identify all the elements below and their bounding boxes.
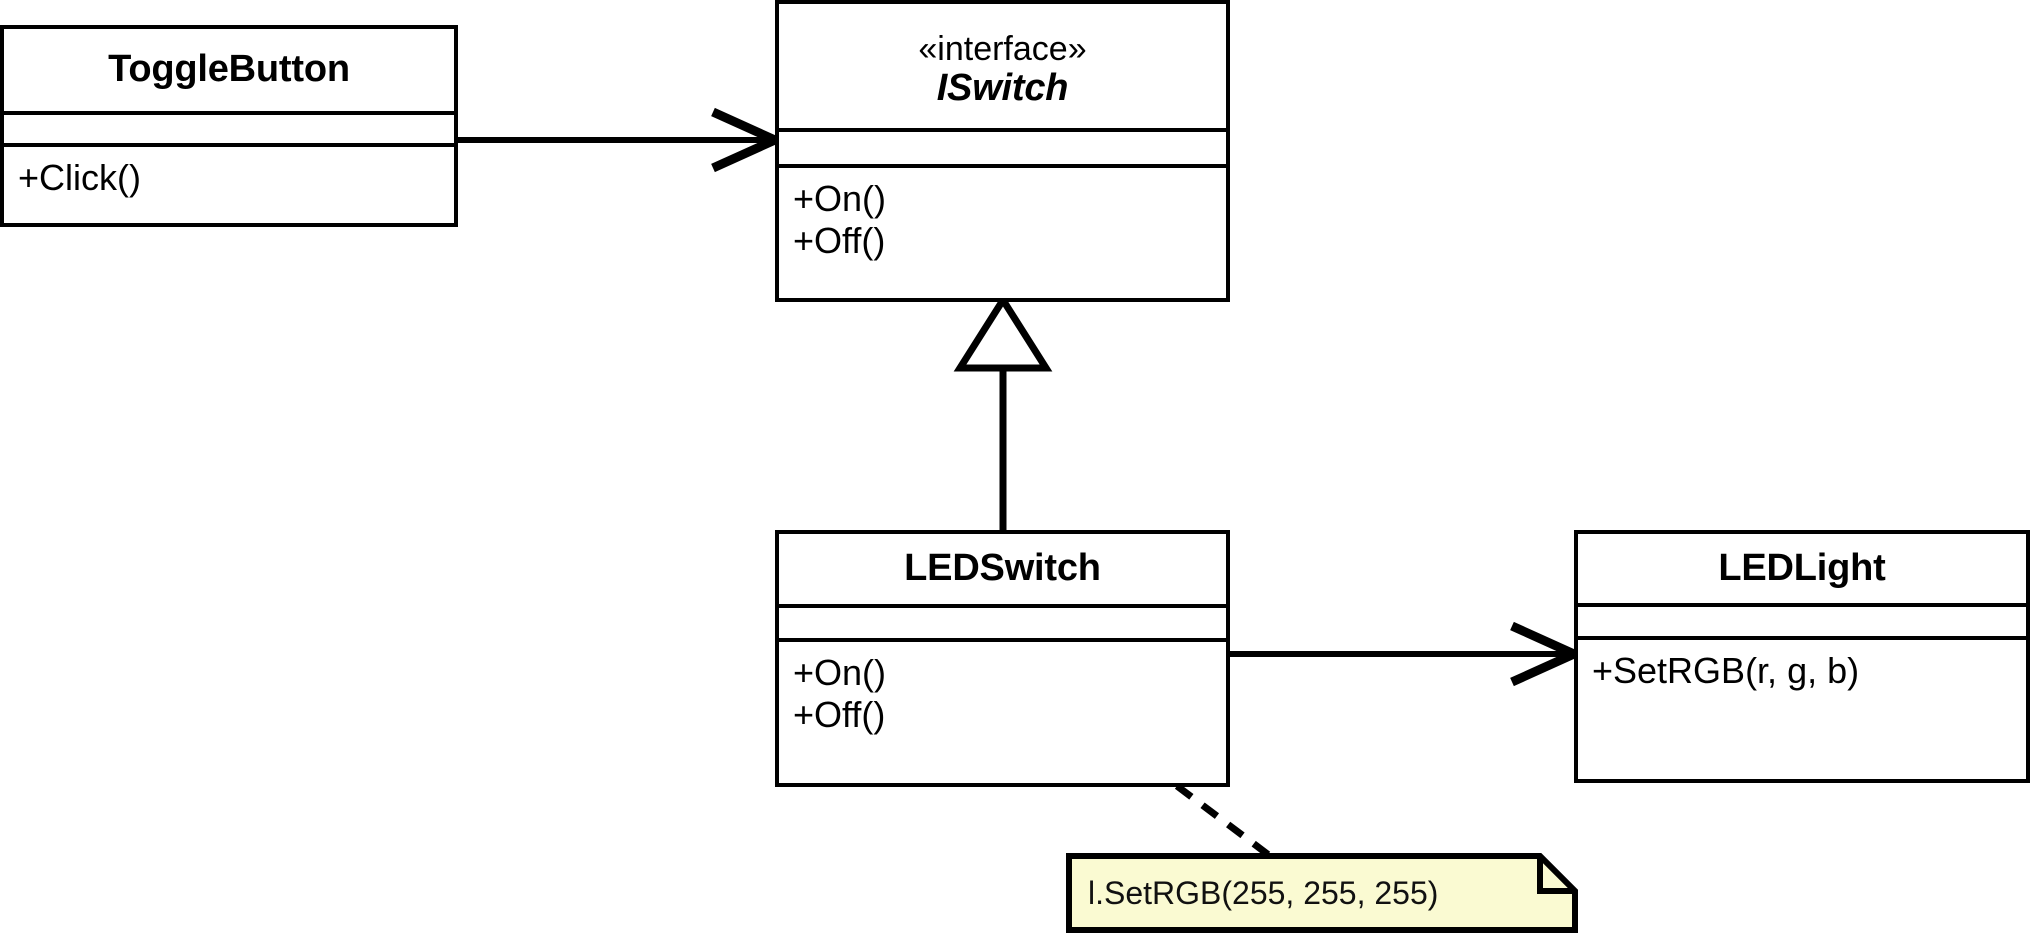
uml-class-ledlight[interactable]: LEDLight +SetRGB(r, g, b)	[1574, 530, 2030, 783]
relation-ledswitch-to-ledlight	[1230, 621, 1585, 687]
stereotype-label-iswitch: «interface»	[918, 30, 1087, 69]
class-attributes-iswitch	[779, 132, 1226, 168]
uml-class-ledswitch[interactable]: LEDSwitch +On() +Off()	[775, 530, 1230, 787]
class-operations-iswitch: +On() +Off()	[779, 168, 1226, 298]
operation-item: +Off()	[793, 220, 886, 262]
class-name-iswitch: ISwitch	[936, 66, 1069, 109]
operation-item: +On()	[793, 178, 887, 219]
class-operations-ledlight: +SetRGB(r, g, b)	[1578, 640, 2026, 779]
class-name-ledlight: LEDLight	[1718, 546, 1886, 589]
class-header-ledlight: LEDLight	[1578, 534, 2026, 607]
class-attributes-ledswitch	[779, 608, 1226, 642]
uml-class-iswitch[interactable]: «interface» ISwitch +On() +Off()	[775, 0, 1230, 302]
open-arrowhead-icon	[711, 107, 786, 173]
class-header-iswitch: «interface» ISwitch	[779, 4, 1226, 132]
uml-note-setrgb[interactable]: l.SetRGB(255, 255, 255)	[1066, 853, 1578, 933]
note-shape-icon	[1066, 853, 1578, 933]
operation-item: +SetRGB(r, g, b)	[1592, 650, 1860, 691]
class-name-ledswitch: LEDSwitch	[904, 547, 1101, 590]
hollow-triangle-arrowhead-icon	[953, 293, 1053, 372]
operation-item: +Click()	[18, 157, 141, 198]
relation-ledswitch-to-note	[1174, 783, 1273, 859]
class-header-ledswitch: LEDSwitch	[779, 534, 1226, 608]
class-header-togglebutton: ToggleButton	[4, 29, 454, 115]
relation-ledswitch-to-iswitch	[953, 293, 1053, 531]
operation-item: +Off()	[793, 694, 886, 736]
uml-class-togglebutton[interactable]: ToggleButton +Click()	[0, 25, 458, 227]
note-text: l.SetRGB(255, 255, 255)	[1088, 875, 1439, 911]
class-name-togglebutton: ToggleButton	[108, 48, 350, 91]
class-operations-togglebutton: +Click()	[4, 147, 454, 223]
note-anchor-dashed-line	[1174, 783, 1273, 859]
relation-togglebutton-to-iswitch	[456, 107, 786, 173]
open-arrowhead-icon	[1510, 621, 1585, 687]
class-attributes-togglebutton	[4, 115, 454, 147]
operation-item: +On()	[793, 652, 887, 693]
note-body	[1066, 853, 1578, 933]
class-attributes-ledlight	[1578, 607, 2026, 640]
note-fold-corner-icon	[1537, 856, 1575, 894]
class-operations-ledswitch: +On() +Off()	[779, 642, 1226, 783]
